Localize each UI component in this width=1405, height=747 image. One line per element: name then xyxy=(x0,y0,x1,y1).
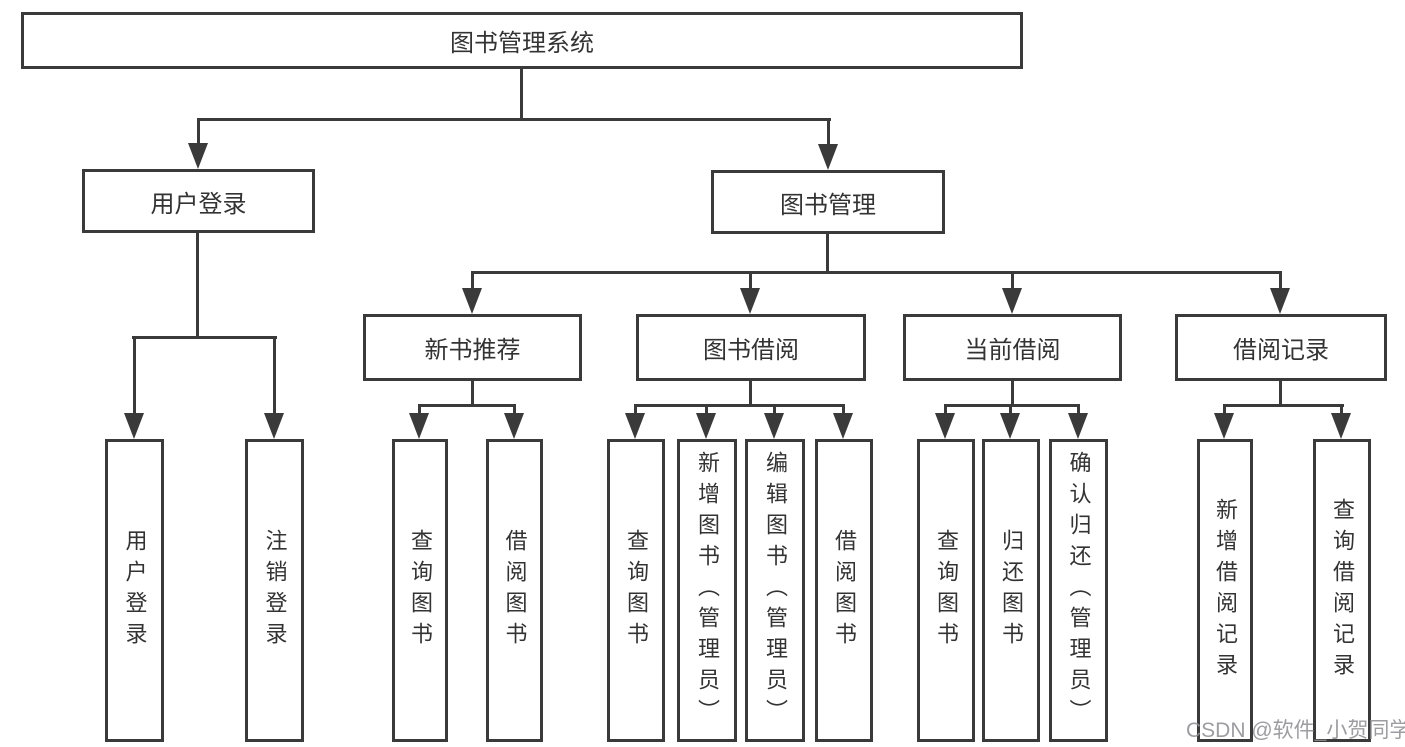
connector-level2-rail xyxy=(471,271,1282,274)
connector-user-login-stem xyxy=(196,232,199,338)
arrow-down-icon xyxy=(188,143,208,169)
connector-drop xyxy=(133,338,136,416)
connector-drop xyxy=(418,406,421,416)
arrow-down-icon xyxy=(740,288,760,314)
connector-drop xyxy=(1009,406,1012,416)
csdn-watermark: CSDN @软件_小贺同学 xyxy=(1186,719,1405,742)
connector-level1-rail xyxy=(197,118,831,121)
connector-borrow-stem xyxy=(749,380,752,406)
arrow-down-icon xyxy=(818,144,838,170)
connector-book-mgmt-stem xyxy=(826,233,829,273)
arrow-down-icon xyxy=(1002,288,1022,314)
connector-drop xyxy=(842,406,845,416)
connector-drop xyxy=(749,273,752,290)
arrow-down-icon xyxy=(1068,413,1088,439)
arrow-down-icon xyxy=(1214,413,1234,439)
connector-drop xyxy=(471,273,474,290)
leaf-query-books-recommend: 查询图书 xyxy=(392,439,448,742)
connector-current-rail xyxy=(944,404,1080,407)
leaf-borrow-books: 借阅图书 xyxy=(815,439,873,742)
connector-drop xyxy=(705,406,708,416)
connector-records-rail xyxy=(1223,404,1344,407)
connector-drop xyxy=(827,120,830,146)
node-book-borrow: 图书借阅 xyxy=(636,314,866,381)
connector-drop xyxy=(1279,273,1282,290)
leaf-logout: 注销登录 xyxy=(245,439,304,742)
leaf-query-books-borrow: 查询图书 xyxy=(607,439,665,742)
connector-drop xyxy=(773,406,776,416)
leaf-return-book: 归还图书 xyxy=(982,439,1040,742)
arrow-down-icon xyxy=(764,413,784,439)
leaf-add-book-admin: 新增图书（管理员） xyxy=(677,439,737,742)
connector-user-login-rail xyxy=(132,336,277,339)
leaf-user-login: 用户登录 xyxy=(105,439,164,742)
node-user-login: 用户登录 xyxy=(82,169,315,233)
connector-drop xyxy=(1223,406,1226,416)
connector-root-stem xyxy=(520,68,523,119)
node-new-book-recommend: 新书推荐 xyxy=(363,314,582,381)
connector-recommend-rail xyxy=(418,404,516,407)
connector-borrow-rail xyxy=(634,404,845,407)
node-current-borrow: 当前借阅 xyxy=(903,314,1122,381)
arrow-down-icon xyxy=(264,413,284,439)
leaf-add-borrow-record: 新增借阅记录 xyxy=(1197,439,1253,742)
connector-current-stem xyxy=(1011,380,1014,406)
connector-drop xyxy=(513,406,516,416)
connector-drop xyxy=(1011,273,1014,290)
arrow-down-icon xyxy=(124,413,144,439)
leaf-edit-book-admin: 编辑图书（管理员） xyxy=(745,439,805,742)
connector-records-stem xyxy=(1279,380,1282,406)
node-root: 图书管理系统 xyxy=(21,12,1023,69)
connector-drop xyxy=(1340,406,1343,416)
node-book-management: 图书管理 xyxy=(711,170,945,234)
connector-drop xyxy=(634,406,637,416)
arrow-down-icon xyxy=(409,413,429,439)
arrow-down-icon xyxy=(696,413,716,439)
leaf-query-books-current: 查询图书 xyxy=(917,439,975,742)
connector-drop xyxy=(197,120,200,146)
arrow-down-icon xyxy=(1000,413,1020,439)
arrow-down-icon xyxy=(1331,413,1351,439)
arrow-down-icon xyxy=(462,288,482,314)
leaf-query-borrow-record: 查询借阅记录 xyxy=(1313,439,1371,742)
connector-drop xyxy=(273,338,276,416)
leaf-confirm-return-admin: 确认归还（管理员） xyxy=(1049,439,1108,742)
arrow-down-icon xyxy=(935,413,955,439)
arrow-down-icon xyxy=(504,413,524,439)
arrow-down-icon xyxy=(625,413,645,439)
connector-drop xyxy=(1077,406,1080,416)
arrow-down-icon xyxy=(833,413,853,439)
connector-drop xyxy=(944,406,947,416)
leaf-borrow-books-recommend: 借阅图书 xyxy=(486,439,543,742)
node-borrow-records: 借阅记录 xyxy=(1175,314,1387,381)
connector-recommend-stem xyxy=(471,380,474,406)
arrow-down-icon xyxy=(1270,288,1290,314)
